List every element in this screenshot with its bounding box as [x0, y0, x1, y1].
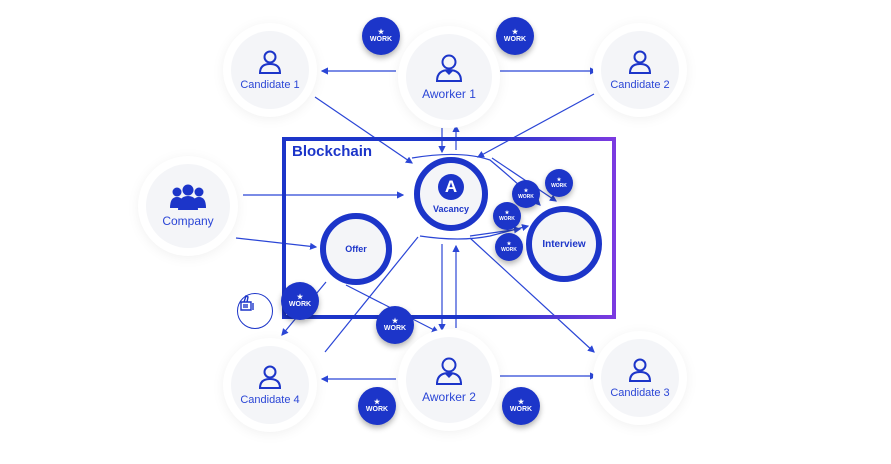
company-node[interactable]: Company	[146, 164, 230, 248]
candidate-2-node[interactable]: Candidate 2	[601, 31, 679, 109]
blockchain-title: Blockchain	[292, 143, 373, 160]
offer-stage[interactable]: Offer	[320, 213, 392, 285]
candidate-1-node[interactable]: Candidate 1	[231, 31, 309, 109]
work-token: ★WORK	[376, 306, 414, 344]
work-token: ★WORK	[495, 233, 523, 261]
candidate-4-node[interactable]: Candidate 4	[231, 346, 309, 424]
star-icon: ★	[296, 294, 304, 301]
candidate-3-label: Candidate 3	[610, 387, 670, 399]
candidate-2-label: Candidate 2	[610, 79, 670, 91]
star-icon: ★	[377, 29, 385, 36]
work-token: ★WORK	[496, 17, 534, 55]
company-label: Company	[162, 214, 214, 228]
aworker-1-node[interactable]: Aworker 1	[406, 34, 492, 120]
star-icon: ★	[391, 318, 399, 325]
user-icon	[628, 358, 652, 382]
group-icon	[170, 184, 206, 210]
user-icon	[258, 365, 282, 389]
aworker-1-label: Aworker 1	[422, 87, 476, 101]
star-icon: ★	[373, 399, 381, 406]
approval-badge	[237, 293, 273, 329]
work-token: ★WORK	[512, 180, 540, 208]
vacancy-badge: A	[438, 174, 464, 200]
interview-stage[interactable]: Interview	[526, 206, 602, 282]
worker-icon	[435, 357, 463, 385]
interview-label: Interview	[542, 238, 586, 250]
candidate-4-label: Candidate 4	[240, 394, 300, 406]
worker-icon	[435, 54, 463, 82]
vacancy-stage[interactable]: A Vacancy	[414, 157, 488, 231]
thumbs-up-icon	[240, 295, 254, 311]
aworker-2-label: Aworker 2	[422, 390, 476, 404]
vacancy-label: Vacancy	[432, 204, 470, 214]
star-icon: ★	[506, 240, 512, 247]
work-token: ★WORK	[358, 387, 396, 425]
user-icon	[258, 50, 282, 74]
star-icon: ★	[523, 187, 529, 194]
user-icon	[628, 50, 652, 74]
star-icon: ★	[511, 29, 519, 36]
work-token: ★WORK	[281, 282, 319, 320]
star-icon: ★	[556, 176, 562, 183]
candidate-3-node[interactable]: Candidate 3	[601, 339, 679, 417]
star-icon: ★	[517, 399, 525, 406]
candidate-1-label: Candidate 1	[240, 79, 300, 91]
work-token: ★WORK	[493, 202, 521, 230]
work-token: ★WORK	[545, 169, 573, 197]
offer-label: Offer	[345, 244, 367, 254]
aworker-2-node[interactable]: Aworker 2	[406, 337, 492, 423]
work-token: ★WORK	[362, 17, 400, 55]
work-token: ★WORK	[502, 387, 540, 425]
star-icon: ★	[504, 209, 510, 216]
